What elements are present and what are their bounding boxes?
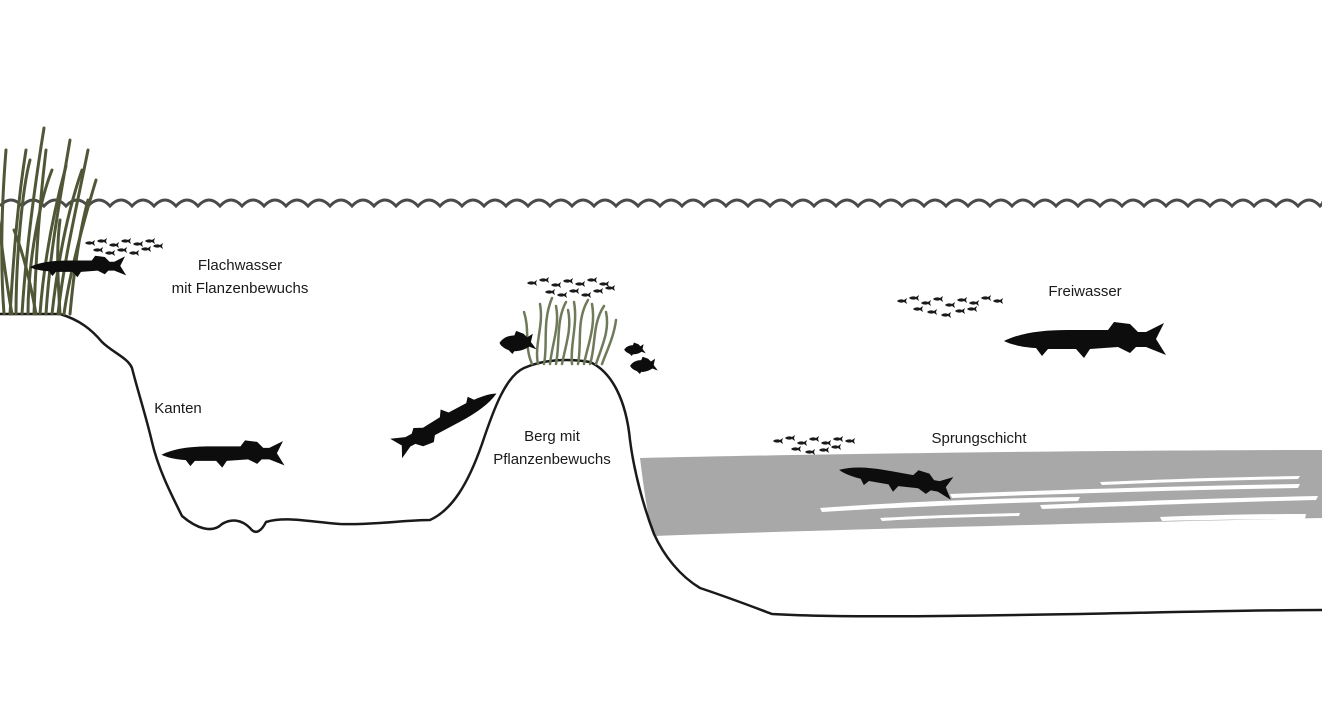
label-hill-line1: Berg mit (524, 428, 580, 445)
label-shallow-water-line2: mit Flanzenbewuchs (171, 280, 309, 297)
label-shallow-water-line1: Flachwasser (197, 257, 283, 274)
baitfish-school-icon (527, 277, 615, 298)
reed-icon (0, 126, 98, 316)
perch-icon (624, 342, 646, 356)
water-weed-icon (522, 296, 618, 366)
label-hill: Berg mit Pflanzenbewuchs (470, 425, 634, 471)
label-hill-line2: Pflanzenbewuchs (493, 451, 611, 468)
label-shallow-water: Flachwasser mit Flanzenbewuchs (140, 254, 340, 300)
baitfish-school-icon (773, 435, 855, 455)
label-open-water: Freiwasser (1048, 283, 1122, 300)
pike-icon (1004, 322, 1166, 358)
lake-bottom-outline (0, 312, 1322, 618)
water-surface (0, 198, 1322, 209)
label-thermocline: Sprungschicht (931, 430, 1027, 447)
pike-icon (161, 440, 285, 468)
perch-icon (499, 330, 537, 354)
baitfish-school-icon (897, 295, 1003, 318)
label-edges: Kanten (154, 400, 202, 417)
perch-icon (630, 356, 658, 374)
thermocline-band (640, 450, 1322, 536)
